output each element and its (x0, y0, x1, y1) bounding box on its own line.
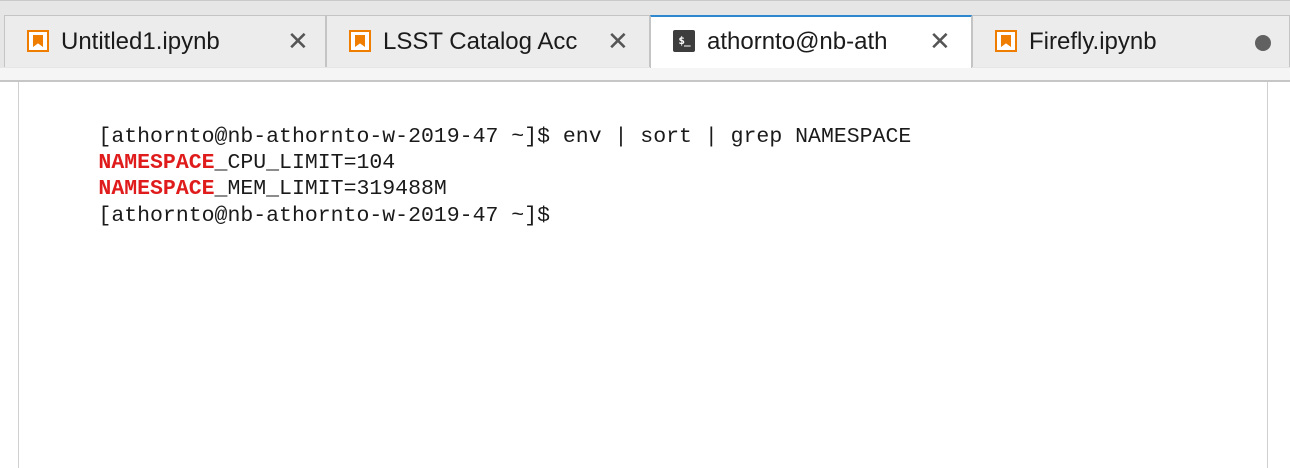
output-text: _MEM_LIMIT=319488M (214, 177, 447, 201)
notebook-icon (995, 30, 1017, 52)
tab-label: athornto@nb-ath (707, 28, 888, 55)
terminal-line: NAMESPACE_MEM_LIMIT=319488M (21, 150, 447, 228)
tab-lsst-catalog[interactable]: LSST Catalog Acc ✕ (326, 15, 650, 67)
notebook-icon (27, 30, 49, 52)
close-icon[interactable]: ✕ (607, 26, 629, 56)
terminal-line: NAMESPACE_CPU_LIMIT=104 (21, 124, 395, 202)
terminal-line: [athornto@nb-athornto-w-2019-47 ~]$ (21, 177, 550, 255)
main-area: [athornto@nb-athornto-w-2019-47 ~]$ env … (0, 68, 1290, 468)
terminal-line: [athornto@nb-athornto-w-2019-47 ~]$ env … (21, 98, 911, 176)
tab-label: LSST Catalog Acc (383, 28, 578, 55)
terminal-panel[interactable]: [athornto@nb-athornto-w-2019-47 ~]$ env … (18, 82, 1268, 468)
tab-untitled1[interactable]: Untitled1.ipynb ✕ (4, 15, 326, 67)
tab-label: Firefly.ipynb (1029, 28, 1157, 55)
terminal-icon: $_ (673, 30, 695, 52)
tab-firefly[interactable]: Firefly.ipynb (972, 15, 1290, 67)
grep-match: NAMESPACE (98, 151, 215, 175)
prompt-text: [athornto@nb-athornto-w-2019-47 ~]$ (98, 204, 550, 228)
grep-match: NAMESPACE (98, 177, 215, 201)
scrollbar-track[interactable] (1268, 82, 1290, 468)
terminal-toolbar (0, 68, 1290, 82)
command-text: [athornto@nb-athornto-w-2019-47 ~]$ env … (98, 125, 912, 149)
tab-terminal[interactable]: $_ athornto@nb-ath ✕ (650, 15, 972, 71)
notebook-icon (349, 30, 371, 52)
tab-label: Untitled1.ipynb (61, 28, 220, 55)
close-icon[interactable]: ✕ (929, 26, 951, 56)
output-text: _CPU_LIMIT=104 (214, 151, 396, 175)
close-icon[interactable]: ✕ (287, 26, 309, 56)
tab-bar: Untitled1.ipynb ✕ LSST Catalog Acc ✕ $_ … (0, 0, 1290, 71)
unsaved-indicator-icon[interactable] (1255, 35, 1271, 51)
